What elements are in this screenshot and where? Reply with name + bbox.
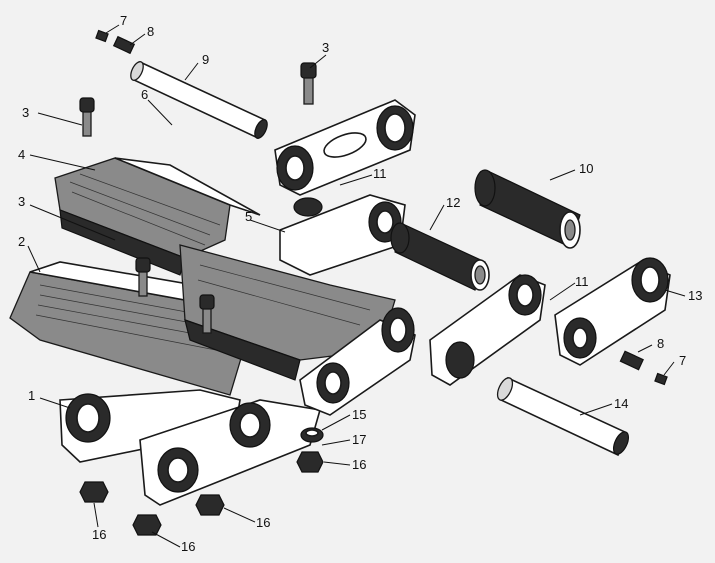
- callout-labels: 1 2 3 3 3 4 5 6 7 7 8 8 9 10 11 11 12 13…: [18, 13, 702, 554]
- nut-16-center: [296, 451, 324, 473]
- washer-15: [300, 427, 324, 443]
- callout-3-mid: 3: [18, 194, 25, 209]
- nut-16-c: [195, 494, 225, 516]
- callout-13: 13: [688, 288, 702, 303]
- callout-7-top: 7: [120, 13, 127, 28]
- lock-pin-7-lower: [654, 372, 668, 386]
- track-link-lower-row: [59, 307, 416, 506]
- callout-10: 10: [579, 161, 593, 176]
- callout-7-right: 7: [679, 353, 686, 368]
- bolt-3d: [199, 294, 215, 334]
- track-link-middle: [279, 194, 406, 276]
- nut-16-a: [79, 481, 109, 503]
- callout-4: 4: [18, 147, 25, 162]
- callout-14: 14: [614, 396, 628, 411]
- callout-3-left: 3: [22, 105, 29, 120]
- leader-lines: [27, 24, 686, 548]
- callout-2: 2: [18, 234, 25, 249]
- callout-17: 17: [352, 432, 366, 447]
- callout-8-top: 8: [147, 24, 154, 39]
- callout-1: 1: [28, 388, 35, 403]
- callout-16-bottom: 16: [181, 539, 195, 554]
- callout-16-right: 16: [256, 515, 270, 530]
- bolt-3b: [300, 62, 317, 105]
- grouser-plate: [54, 157, 261, 276]
- callout-3-top: 3: [322, 40, 329, 55]
- callout-9: 9: [202, 52, 209, 67]
- track-link-upper: [274, 99, 416, 196]
- callout-5: 5: [245, 209, 252, 224]
- lock-pin-7-upper: [95, 29, 109, 43]
- callout-12: 12: [446, 195, 460, 210]
- nut-16-b: [132, 514, 162, 536]
- callout-11-upper: 11: [373, 166, 387, 181]
- track-pin-upper: [130, 60, 268, 140]
- track-pin-lower: [496, 376, 630, 457]
- track-link-right: [429, 257, 671, 386]
- callout-15: 15: [352, 407, 366, 422]
- sleeve-8-lower: [619, 350, 644, 371]
- bushing-12: [390, 222, 490, 291]
- bushing-10: [474, 169, 581, 249]
- sleeve-8-upper: [112, 35, 136, 55]
- bolt-3c: [135, 257, 151, 297]
- callout-8-right: 8: [657, 336, 664, 351]
- grouser-lower: [179, 244, 396, 381]
- callout-16-center: 16: [352, 457, 366, 472]
- callout-11-right: 11: [575, 274, 589, 289]
- callout-16-left: 16: [92, 527, 106, 542]
- bolt-3a: [79, 97, 95, 137]
- callout-6: 6: [141, 87, 148, 102]
